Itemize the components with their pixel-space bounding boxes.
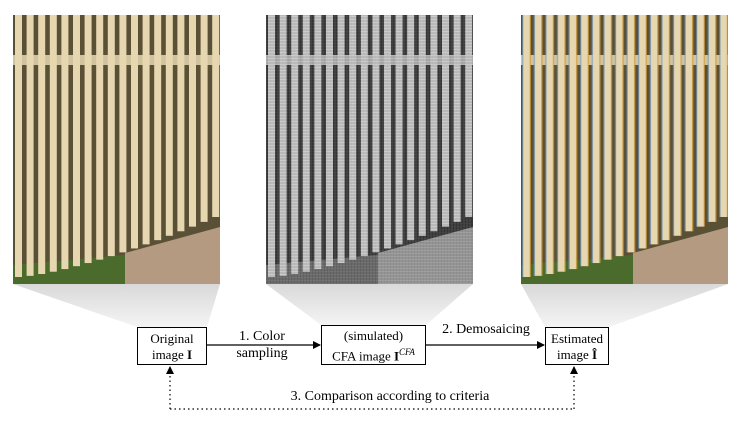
fence-picket bbox=[384, 15, 391, 249]
estimated-box-text: image bbox=[556, 347, 592, 362]
fence-picket bbox=[442, 15, 449, 227]
fence-picket bbox=[662, 15, 670, 241]
estimated-box-line1: Estimated bbox=[551, 331, 603, 346]
fence-picket bbox=[38, 15, 46, 275]
fence-picket bbox=[395, 15, 403, 245]
fence-picket bbox=[592, 15, 600, 264]
fence-picket bbox=[639, 15, 646, 249]
fence-picket bbox=[360, 15, 368, 257]
fence-picket bbox=[200, 15, 208, 222]
cfa-image-symbol: I bbox=[393, 348, 400, 364]
fence-picket bbox=[557, 15, 565, 272]
step3-label: 3. Comparison according to criteria bbox=[290, 389, 490, 404]
fence-picket bbox=[534, 15, 542, 276]
fence-picket bbox=[453, 15, 461, 222]
step2-label: 2. Demosaicing bbox=[442, 322, 530, 337]
fence-picket bbox=[697, 15, 704, 227]
fence-picket bbox=[61, 15, 69, 270]
fence-picket bbox=[26, 15, 34, 276]
fence-picket bbox=[615, 15, 623, 257]
estimated-image-symbol: Î bbox=[591, 347, 598, 362]
cfa-box-text: CFA image bbox=[332, 348, 394, 364]
cfa-box-line2: CFA image ICFA bbox=[322, 344, 425, 364]
fence-picket bbox=[268, 15, 275, 277]
estimated-box-line2: image Î bbox=[546, 347, 608, 363]
step1-label-line2: sampling bbox=[236, 346, 288, 361]
step1-label-line1: 1. Color bbox=[239, 329, 285, 344]
cfa-superscript: CFA bbox=[399, 347, 415, 357]
fence-picket bbox=[189, 15, 196, 227]
fence-picket bbox=[349, 15, 357, 260]
fence-picket bbox=[430, 15, 438, 232]
zoom-funnel-cfa bbox=[266, 284, 473, 325]
original-box-line1: Original bbox=[150, 331, 194, 346]
fence-picket bbox=[177, 15, 185, 232]
fence-picket bbox=[337, 15, 345, 264]
fence-picket bbox=[465, 15, 473, 217]
fence-picket bbox=[107, 15, 115, 257]
fence-picket bbox=[569, 15, 577, 270]
fence-picket bbox=[581, 15, 588, 267]
estimated-image-box: Estimated image Î bbox=[545, 327, 609, 365]
fence-picket bbox=[302, 15, 310, 272]
fence-picket bbox=[407, 15, 415, 241]
original-box-text: image bbox=[151, 347, 187, 362]
original-fence-image bbox=[13, 15, 220, 284]
fence-picket bbox=[15, 15, 22, 277]
fence-picket bbox=[84, 15, 92, 264]
fence-picket bbox=[326, 15, 333, 267]
fence-picket bbox=[119, 15, 127, 253]
fence-picket bbox=[673, 15, 681, 236]
fence-picket bbox=[685, 15, 693, 232]
fence-picket bbox=[372, 15, 380, 253]
original-image-box: Original image I bbox=[137, 327, 207, 365]
fence-picket bbox=[212, 15, 220, 217]
cfa-fence-image bbox=[266, 15, 473, 284]
fence-picket bbox=[708, 15, 716, 222]
fence-picket bbox=[604, 15, 612, 260]
fence-picket bbox=[546, 15, 554, 275]
fence-picket bbox=[73, 15, 80, 267]
step1-label: 1. Color sampling bbox=[222, 328, 302, 362]
fence-picket bbox=[49, 15, 57, 272]
original-image-symbol: I bbox=[186, 347, 193, 362]
fence-picket bbox=[720, 15, 728, 217]
fence-picket bbox=[279, 15, 287, 276]
zoom-funnel-estimated bbox=[521, 284, 728, 327]
zoom-funnel-original bbox=[13, 284, 220, 327]
fence-picket bbox=[523, 15, 530, 277]
original-box-line2: image I bbox=[138, 347, 206, 363]
estimated-fence-image bbox=[521, 15, 728, 284]
fence-picket bbox=[154, 15, 162, 241]
fence-picket bbox=[627, 15, 635, 253]
fence-picket bbox=[96, 15, 104, 260]
fence-picket bbox=[131, 15, 138, 249]
fence-picket bbox=[650, 15, 658, 245]
fence-picket bbox=[142, 15, 150, 245]
cfa-box-line1: (simulated) bbox=[343, 328, 404, 343]
fence-picket bbox=[165, 15, 173, 236]
fence-picket bbox=[314, 15, 322, 270]
fence-picket bbox=[418, 15, 426, 236]
fence-picket bbox=[291, 15, 299, 275]
cfa-image-box: (simulated) CFA image ICFA bbox=[321, 325, 426, 365]
